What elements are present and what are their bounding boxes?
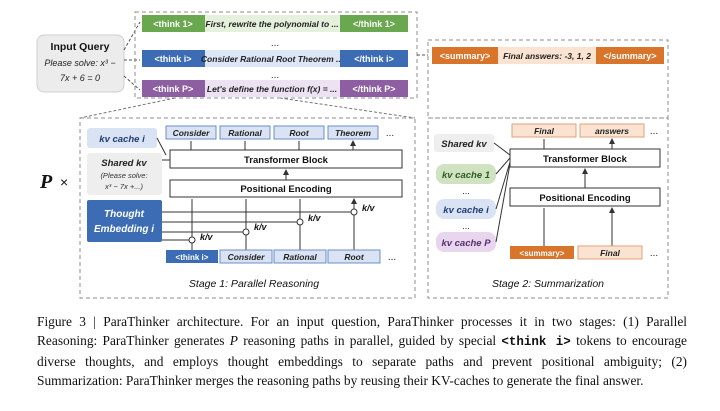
stage2-caption: Stage 2: Summarization [492,278,604,290]
path-text: Consider Rational Root Theorem ... [201,54,343,64]
input-token: Root [344,252,365,262]
kv-annotation: k/v [362,203,376,213]
summary-open-tag: <summary> [440,51,491,61]
figure-caption: Figure 3 | ParaThinker architecture. For… [37,312,687,390]
cache-ellipsis: ... [462,186,470,196]
architecture-diagram: Input Query Please solve: x³ − 7x + 6 = … [36,11,669,299]
reasoning-path-1: <think 1> First, rewrite the polynomial … [142,15,408,32]
path-ellipsis: ... [271,70,279,81]
add-node [350,208,358,216]
input-ellipsis: ... [650,248,658,259]
output-token: Theorem [335,128,371,138]
shared-kv-box: Shared kv (Please solve: x³ − 7x +...) [87,153,162,195]
stage2-kv-column: Shared kv kv cache 1 ... kv cache i ... … [434,134,496,252]
caches-to-transformer-lines [493,142,511,243]
shared-kv-line2: x³ − 7x +...) [104,182,143,191]
caption-part2: reasoning paths in parallel, guided by s… [237,333,502,348]
think-close-tag: </think P> [352,84,395,94]
stage2-positional-encoding [509,187,661,207]
stage1-frame [79,117,416,299]
input-token: Rational [283,252,317,262]
stage2-output-tokens: Final answers ... [511,123,658,138]
kv-cache-i: kv cache i [443,205,489,216]
caption-italic-P: P [229,333,238,348]
input-token: <summary> [520,249,565,258]
stage1-positional-encoding [169,179,403,198]
thought-embedding-box: Thought Embedding i [87,200,162,242]
summary-text: Final answers: -3, 1, 2 [503,51,591,61]
reasoning-path-P: <think P> Let's define the function f(x)… [142,80,408,97]
transformer-label: Transformer Block [244,155,329,166]
stage1-input-tokens: <think i> Consider Rational Root ... [166,249,396,264]
path-ellipsis: ... [271,38,279,49]
caption-think-token: <think i> [501,335,571,349]
positional-encoding-label: Positional Encoding [240,184,332,195]
output-ellipsis: ... [386,128,394,139]
think-close-tag: </think 1> [353,19,395,29]
kv-cache-i-box: kv cache i [87,128,157,148]
input-query-line2: 7x + 6 = 0 [60,73,100,83]
stage1-output-tokens: Consider Rational Root Theorem ... [165,125,394,140]
think-open-tag: <think 1> [153,19,193,29]
stage2-frame [427,117,669,299]
output-token: Root [289,128,310,138]
kv-cache-1: kv cache 1 [442,170,490,181]
output-token: answers [595,126,629,136]
add-node [188,236,196,244]
think-close-tag: </think i> [354,54,394,64]
input-token: <think i> [176,253,209,262]
add-node [242,228,250,236]
thought-embedding-feeds [162,211,354,241]
zoom-lines-stage1 [79,97,416,119]
input-query-box: Input Query Please solve: x³ − 7x + 6 = … [36,34,125,93]
output-token: Rational [228,128,262,138]
input-query-title: Input Query [51,41,110,53]
kv-cache-P: kv cache P [441,238,491,249]
cache-to-transformer-lines [156,137,170,161]
stage1-caption: Stage 1: Parallel Reasoning [189,278,319,290]
thought-embedding-line1: Thought [104,209,145,220]
output-token: Consider [173,128,211,138]
output-ellipsis: ... [650,126,658,137]
input-ellipsis: ... [388,252,396,263]
reasoning-path-i: <think i> Consider Rational Root Theorem… [142,50,408,67]
parallel-multiplier-P: P [39,171,53,193]
stage2-input-tokens: <summary> Final ... [510,245,658,260]
input-token: Final [600,248,620,258]
input-query-line1: Please solve: x³ − [44,58,115,68]
add-node [296,218,304,226]
summary-row: <summary> Final answers: -3, 1, 2 </summ… [432,47,664,64]
input-to-pe-arrows [191,199,354,250]
think-open-tag: <think P> [153,84,194,94]
output-token: Final [534,126,554,136]
transformer-output-arrows [190,141,353,150]
input-token: Consider [228,252,266,262]
transformer-label: Transformer Block [543,154,628,165]
positional-encoding-label: Positional Encoding [539,193,631,204]
kv-annotation: k/v [254,222,268,232]
stage2-transformer-block [509,148,661,168]
query-fan-lines [123,21,141,91]
kv-annotation: k/v [308,213,322,223]
kv-cache-label: kv cache i [99,134,145,145]
think-open-tag: <think i> [154,54,191,64]
path-text: First, rewrite the polynomial to ... [205,19,338,29]
stage2-input-arrows [543,208,612,246]
summary-close-tag: </summary> [603,51,656,61]
shared-kv-label: Shared kv [441,139,487,150]
multiplier-times-sign: × [60,174,68,190]
shared-kv-title: Shared kv [101,158,147,169]
cache-ellipsis: ... [462,221,470,231]
path-text: Let's define the function f(x) = ... [207,84,337,94]
caption-part3: tokens to encourage diverse thoughts, an… [37,333,688,388]
caption-part1: Figure 3 | ParaThinker architecture. For… [37,314,687,348]
stage2-output-arrows [543,139,612,149]
thought-embedding-line2: Embedding i [94,224,154,235]
stage1-transformer-block [169,149,403,169]
shared-kv-line1: (Please solve: [100,171,147,180]
kv-annotation: k/v [200,232,214,242]
